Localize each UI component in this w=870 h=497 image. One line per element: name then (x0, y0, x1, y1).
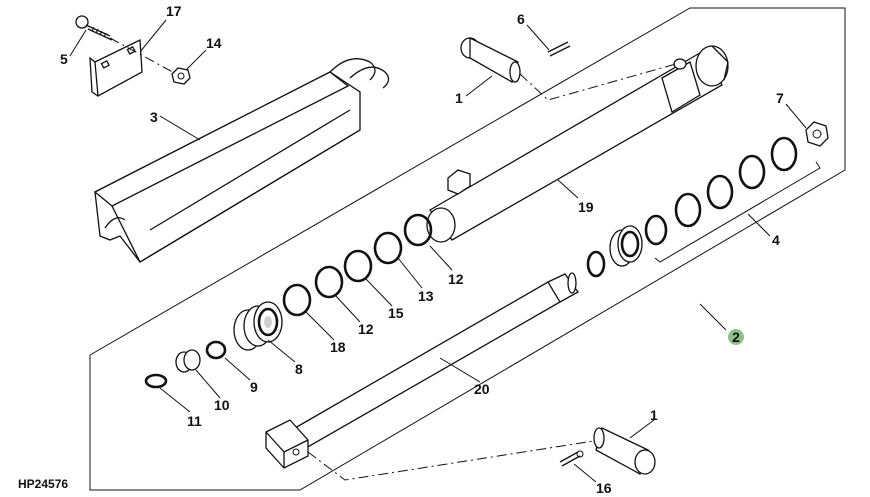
callout-13: 13 (418, 288, 434, 304)
ring-15 (343, 249, 373, 283)
callout-14: 14 (206, 35, 222, 51)
mounting-bracket (89, 38, 143, 98)
ring-9 (205, 340, 227, 360)
cotter-pin-top (547, 41, 571, 57)
callout-10: 10 (214, 397, 230, 413)
assembly-badge: 2 (728, 329, 744, 345)
seal-ring-a (644, 214, 668, 246)
ring-11 (144, 373, 168, 389)
callout-5: 5 (60, 51, 68, 67)
callout-20: 20 (474, 381, 490, 397)
callout-12-lower: 12 (358, 321, 374, 337)
cylinder-barrel (426, 45, 729, 243)
figure-id: HP24576 (18, 477, 68, 491)
callout-15: 15 (388, 305, 404, 321)
pin-top (460, 36, 521, 83)
bushing-10 (175, 349, 201, 373)
callout-6: 6 (517, 11, 525, 27)
bracket-bolt (75, 15, 113, 41)
cotter-pin-bottom (559, 450, 584, 467)
seal-ring-e (770, 136, 798, 172)
callout-12-upper: 12 (448, 271, 464, 287)
pin-bottom (593, 427, 656, 475)
callout-8: 8 (295, 361, 303, 377)
assembly-boundary (89, 7, 846, 491)
seal-ring-b (674, 192, 702, 228)
ring-18 (282, 283, 312, 317)
callout-11: 11 (187, 413, 202, 429)
leader-lines (69, 19, 807, 483)
callout-3: 3 (150, 109, 158, 125)
callout-7: 7 (776, 90, 784, 106)
callout-1-bottom: 1 (650, 407, 658, 423)
callout-1-top: 1 (455, 90, 463, 106)
callout-18: 18 (330, 339, 346, 355)
callout-17: 17 (166, 3, 182, 19)
ring-12-lower (314, 265, 344, 299)
callout-16: 16 (596, 480, 612, 496)
seal-ring-c (706, 174, 734, 210)
callout-2: 2 (732, 329, 740, 345)
callout-4: 4 (772, 232, 780, 248)
snap-ring (586, 250, 606, 278)
gland (609, 225, 643, 267)
callout-9: 9 (250, 379, 258, 395)
piston (233, 301, 283, 351)
callout-19: 19 (578, 199, 594, 215)
cylinder-guard (93, 58, 390, 263)
seal-ring-d (738, 154, 766, 190)
ring-12-upper (403, 213, 433, 247)
nut-7 (805, 121, 829, 147)
piston-rod (265, 272, 579, 469)
bracket-nut (171, 67, 191, 85)
ring-13 (373, 231, 403, 265)
